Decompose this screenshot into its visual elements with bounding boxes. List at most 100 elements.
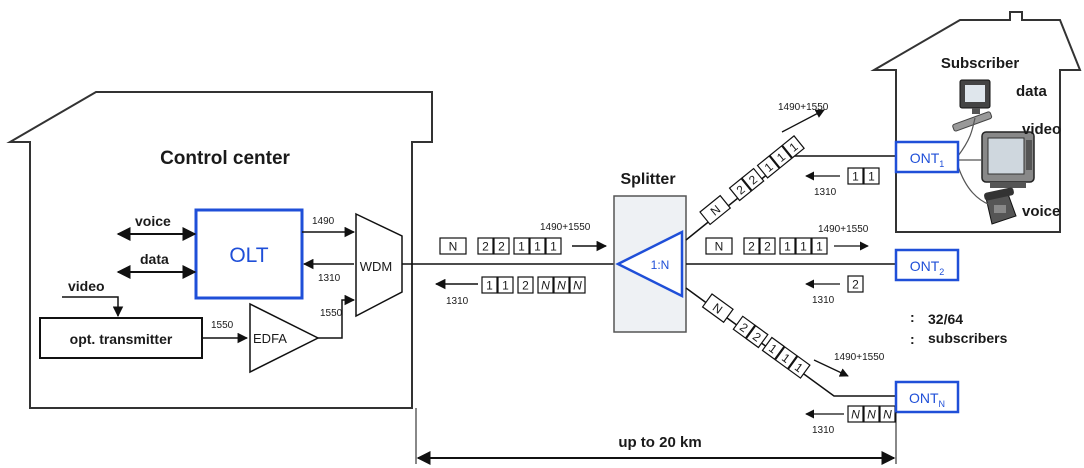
packet-cell [517,276,534,294]
branch-n-down-arrow [813,359,849,377]
telephone-icon [984,187,1017,225]
subscriber-count: 32/64 [928,311,963,327]
packet-cell [537,276,554,294]
video-arrow [62,296,124,318]
packet-label: 2 [748,240,755,254]
data-label: data [140,251,169,267]
ont-1-label: ONT1 [910,150,945,169]
wl-1550-wdm: 1550 [320,308,343,319]
packet-cell [879,405,896,423]
television-icon [981,131,1035,188]
packet-label: 1 [518,240,525,254]
branch-n-fiber [685,287,896,397]
packet-cell [481,276,498,294]
packet-cell [728,177,753,202]
packet-cell [774,346,798,370]
olt-box [194,208,304,300]
packet-cell [477,237,494,255]
packet-cell [847,275,864,293]
control-center-title: Control center [160,148,290,169]
packet-label: 1 [868,170,875,184]
packet-label: 1 [534,240,541,254]
wdm-label: WDM [360,259,393,274]
branch-n-up-label: 1310 [812,425,835,436]
voice-label: voice [135,213,171,229]
edfa-label: EDFA [253,331,287,346]
packet-cell [847,167,864,185]
packet-label: 1 [502,279,509,293]
packet-label: 2 [522,279,529,293]
subscriber-count-label: subscribers [928,330,1008,346]
ellipsis-dots-2: : [910,331,915,347]
distance-label: up to 20 km [618,434,701,451]
packet-cell [847,405,864,423]
packet-label: N [541,279,550,293]
packet-cell [781,135,805,159]
packet-label: 1 [852,170,859,184]
branch-2-down-label: 1490+1550 [818,224,869,235]
branch-1-down-label: 1490+1550 [778,102,829,113]
subscriber-video-label: video [1022,121,1061,138]
branch-n-down-label: 1490+1550 [834,352,885,363]
packet-cell [497,276,514,294]
packet-label: N [715,240,724,254]
ont-2-box [894,248,960,282]
packet-cell [863,167,880,185]
packet-cell [553,276,570,294]
packet-label: N [867,408,876,422]
packet-cell [493,237,510,255]
splitter-title: Splitter [620,171,675,188]
packet-cell [769,145,793,169]
packet-label: 1 [550,240,557,254]
edfa-amplifier [249,302,320,374]
packet-label: 2 [764,240,771,254]
branch-1-up-label: 1310 [814,187,837,198]
packet-cell [795,237,812,255]
branch-1-down-arrow [781,109,825,133]
packet-label: 1 [486,279,493,293]
subscriber-title: Subscriber [941,55,1020,72]
olt-label: OLT [229,244,268,267]
packet-cell [779,237,796,255]
packet-cell [745,324,769,349]
wdm-multiplexer [355,212,403,318]
packet-cell [743,237,760,255]
ont-n-label: ONTN [909,390,945,409]
packet-cell [759,237,776,255]
packet-label: N [449,240,458,254]
splitter-ratio: 1:N [651,258,670,272]
splitter-triangle [615,229,684,299]
subscriber-data-label: data [1016,83,1048,100]
computer-icon [952,79,993,132]
packet-cell [529,237,546,255]
packet-label: N [851,408,860,422]
packet-label: 2 [852,278,859,292]
wl-1310-olt: 1310 [318,273,341,284]
packet-cell [705,237,733,255]
branch-2-up-label: 1310 [812,295,835,306]
subscriber-voice-label: voice [1022,203,1060,220]
packet-cell [811,237,828,255]
feeder-down-label: 1490+1550 [540,222,591,233]
ellipsis-dots-1: : [910,309,915,325]
packet-cell [863,405,880,423]
packet-cell [756,155,781,179]
packet-label: 2 [482,240,489,254]
packet-cell [741,167,765,192]
ont-2-label: ONT2 [910,258,945,277]
optical-transmitter-label: opt. transmitter [70,331,173,347]
packet-label: N [557,279,566,293]
packet-cell [701,293,734,324]
ont-n-box [894,380,960,414]
packet-cell [761,336,785,361]
house-wiring [957,117,991,206]
video-label: video [68,278,105,294]
